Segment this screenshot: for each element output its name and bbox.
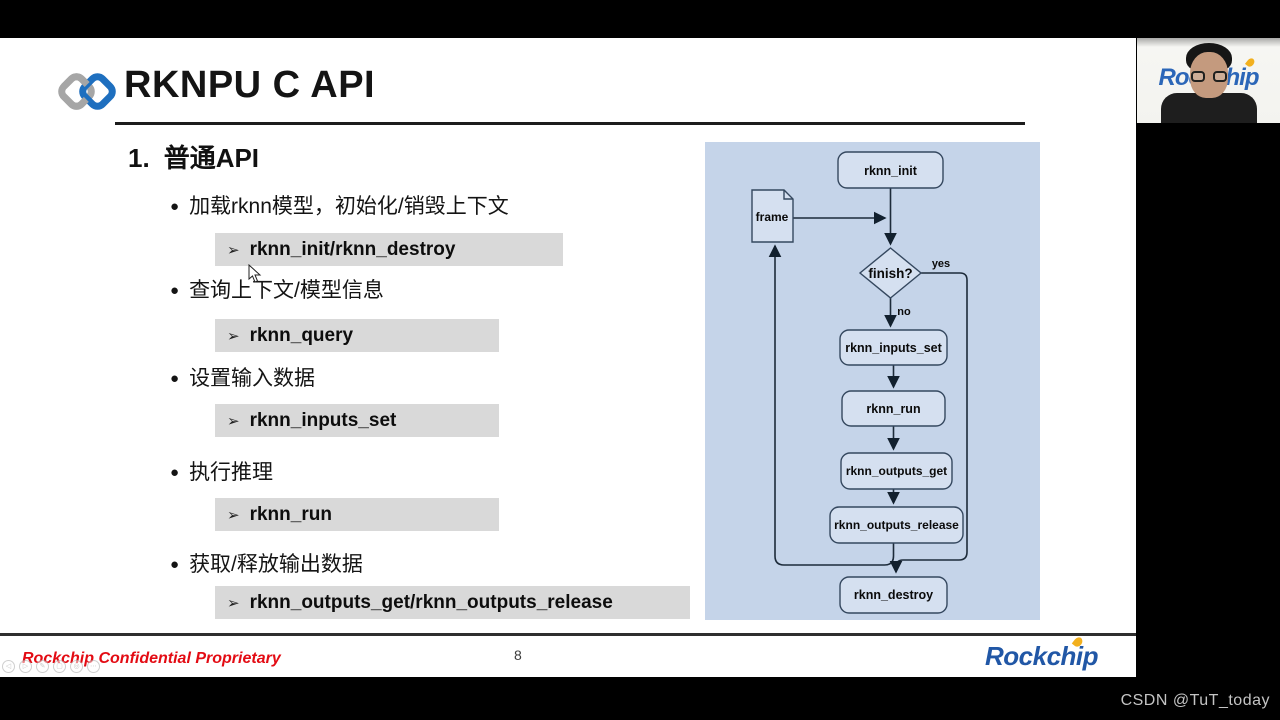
flow-label-finish: finish?: [868, 266, 912, 281]
flow-node-outputs-get: [840, 452, 953, 490]
bullet-text: 加载rknn模型，初始化/销毁上下文: [189, 195, 509, 218]
player-control-menu[interactable]: ▢: [53, 660, 66, 673]
player-control-more[interactable]: ⋯: [87, 660, 100, 673]
rockchip-diamond-logo-icon: [58, 73, 116, 110]
flow-label-outputs-get: rknn_outputs_get: [846, 464, 947, 478]
csdn-watermark: CSDN @TuT_today: [1120, 692, 1270, 709]
flow-node-destroy: [839, 576, 948, 614]
flow-edge-label-no: no: [897, 306, 911, 318]
flow-label-outputs-release: rknn_outputs_release: [834, 518, 959, 532]
rockchip-wordmark: Rockchip: [985, 635, 1099, 672]
bullet-dot: ●: [170, 556, 180, 573]
flow-node-run: [841, 390, 946, 427]
bullet-query-info: ● 查询上下文/模型信息: [170, 274, 384, 304]
footer-divider: [0, 633, 1136, 636]
api-name: rknn_query: [249, 324, 354, 346]
flow-label-destroy: rknn_destroy: [854, 588, 933, 602]
bullet-text: 获取/释放输出数据: [189, 553, 363, 576]
api-highlight-inputs-set: ➢ rknn_inputs_set: [215, 404, 499, 437]
api-highlight-run: ➢ rknn_run: [215, 498, 499, 531]
flow-node-init: [837, 151, 944, 189]
flowchart-panel: rknn_init frame finish? rknn_inputs_set …: [705, 142, 1040, 620]
flow-edge-label-yes: yes: [932, 258, 950, 270]
section-title: 普通API: [163, 143, 260, 173]
api-highlight-query: ➢ rknn_query: [215, 319, 499, 352]
glasses-lens-left: [1190, 71, 1205, 82]
bullet-text: 执行推理: [189, 461, 274, 484]
flow-label-frame: frame: [756, 210, 789, 224]
flow-label-inputs-set: rknn_inputs_set: [845, 341, 942, 355]
flow-label-run: rknn_run: [866, 402, 920, 416]
player-control-pen[interactable]: ✎: [36, 660, 49, 673]
flow-label-init: rknn_init: [864, 164, 918, 178]
bullet-text: 查询上下文/模型信息: [189, 279, 384, 302]
arrowhead-bullet-icon: ➢: [227, 241, 240, 259]
api-name: rknn_outputs_get/rknn_outputs_release: [249, 591, 613, 613]
arrowhead-bullet-icon: ➢: [227, 594, 240, 612]
flow-node-inputs-set: [839, 329, 948, 366]
flow-node-frame: [751, 189, 794, 243]
bullet-get-release-outputs: ● 获取/释放输出数据: [170, 548, 363, 578]
bullet-dot: ●: [170, 282, 180, 299]
bullet-dot: ●: [170, 198, 180, 215]
page-number: 8: [514, 647, 522, 663]
api-name: rknn_inputs_set: [249, 409, 397, 431]
page-title: RKNPU C API: [124, 64, 376, 106]
mouse-cursor-icon: [248, 264, 262, 283]
api-highlight-init-destroy: ➢ rknn_init/rknn_destroy: [215, 233, 563, 266]
webcam-overlay: Rockchip: [1137, 38, 1280, 123]
arrowhead-bullet-icon: ➢: [227, 412, 240, 430]
section-number: 1.: [128, 143, 150, 173]
presenter-glasses: [1190, 71, 1227, 83]
title-underline: [115, 122, 1025, 125]
flowchart: rknn_init frame finish? rknn_inputs_set …: [751, 151, 968, 614]
arrowhead-bullet-icon: ➢: [227, 327, 240, 345]
rockchip-wordmark-text: Rockchip: [985, 641, 1099, 671]
player-control-prev[interactable]: ◁: [2, 660, 15, 673]
slide-footer: Rockchip Confidential Proprietary 8 Rock…: [0, 635, 1136, 677]
api-highlight-outputs: ➢ rknn_outputs_get/rknn_outputs_release: [215, 586, 690, 619]
flow-node-finish: [858, 247, 923, 299]
confidential-notice: Rockchip Confidential Proprietary: [22, 650, 281, 667]
player-controls[interactable]: ◁ ▷ ✎ ▢ ◎ ⋯: [2, 660, 100, 673]
flow-node-outputs-release: [829, 506, 964, 544]
bullet-load-model: ● 加载rknn模型，初始化/销毁上下文: [170, 190, 509, 220]
bullet-text: 设置输入数据: [189, 367, 316, 390]
presenter-body: [1160, 93, 1257, 123]
bullet-dot: ●: [170, 370, 180, 387]
player-control-zoom[interactable]: ◎: [70, 660, 83, 673]
player-control-next[interactable]: ▷: [19, 660, 32, 673]
bullet-dot: ●: [170, 464, 180, 481]
bullet-set-inputs: ● 设置输入数据: [170, 362, 315, 392]
glasses-lens-right: [1212, 71, 1227, 82]
bullet-run-inference: ● 执行推理: [170, 456, 273, 486]
arrowhead-bullet-icon: ➢: [227, 506, 240, 524]
slide-canvas: RKNPU C API 1.普通API ●加载rknn模型，初始化/销毁上下文 …: [0, 38, 1136, 633]
api-name: rknn_run: [249, 503, 332, 525]
presenter-face: [1189, 52, 1228, 98]
api-name: rknn_init/rknn_destroy: [249, 238, 456, 260]
section-heading: 1. 普通API: [128, 138, 259, 175]
